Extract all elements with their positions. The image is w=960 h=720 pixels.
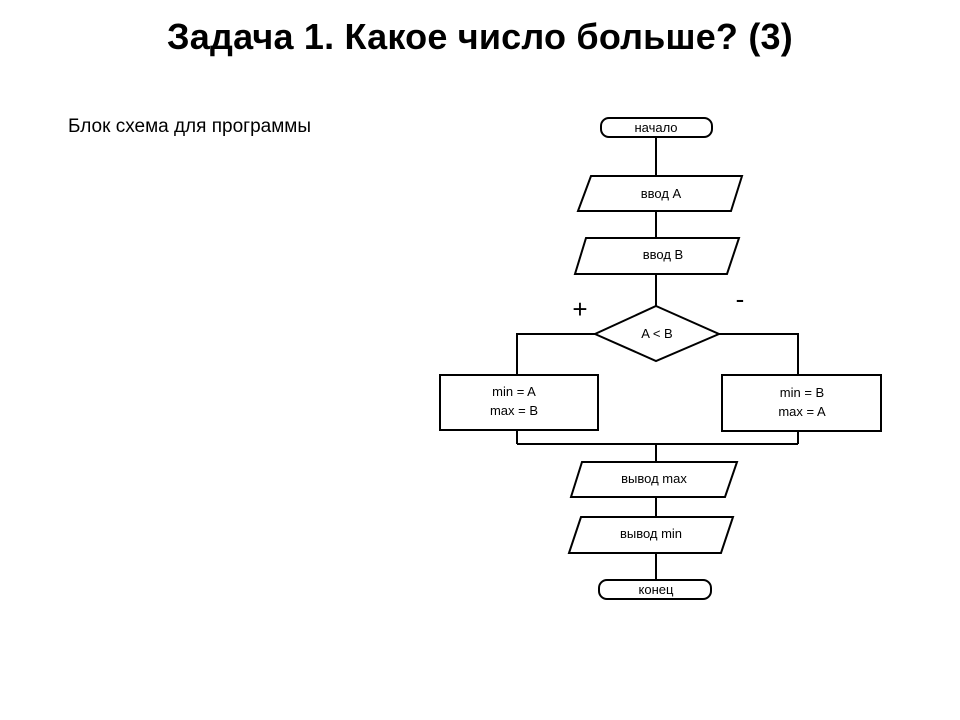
no-sign: - [736, 284, 745, 314]
yes-branch-block: min = A max = B [439, 374, 599, 431]
no-branch-block: min = B max = A [721, 374, 882, 432]
connector-yes-branch [516, 333, 595, 375]
output-min-label: вывод min [620, 526, 682, 541]
input-a-label: ввод A [641, 186, 682, 201]
yes-branch-line-1: min = A [492, 384, 536, 399]
yes-branch-line-2: max = B [490, 403, 538, 418]
input-a-block: ввод A [576, 175, 744, 212]
slide-title: Задача 1. Какое число больше? (3) [167, 16, 793, 57]
end-label: конец [639, 582, 674, 597]
condition-block: A < B [592, 304, 722, 363]
no-branch-line-2: max = A [778, 404, 826, 419]
input-b-block: ввод B [573, 237, 741, 275]
input-b-label: ввод B [643, 247, 683, 262]
connector-no-branch [719, 333, 799, 375]
no-branch-line-1: min = B [780, 385, 824, 400]
output-max-block: вывод max [569, 461, 739, 498]
output-max-label: вывод max [621, 471, 687, 486]
condition-label: A < B [641, 326, 672, 341]
end-terminator: конец [598, 579, 712, 600]
connectors [516, 137, 799, 580]
output-min-block: вывод min [567, 516, 735, 554]
subtitle: Блок схема для программы [68, 116, 311, 137]
yes-sign: + [572, 294, 587, 324]
start-label: начало [634, 120, 677, 135]
start-terminator: начало [600, 117, 713, 138]
